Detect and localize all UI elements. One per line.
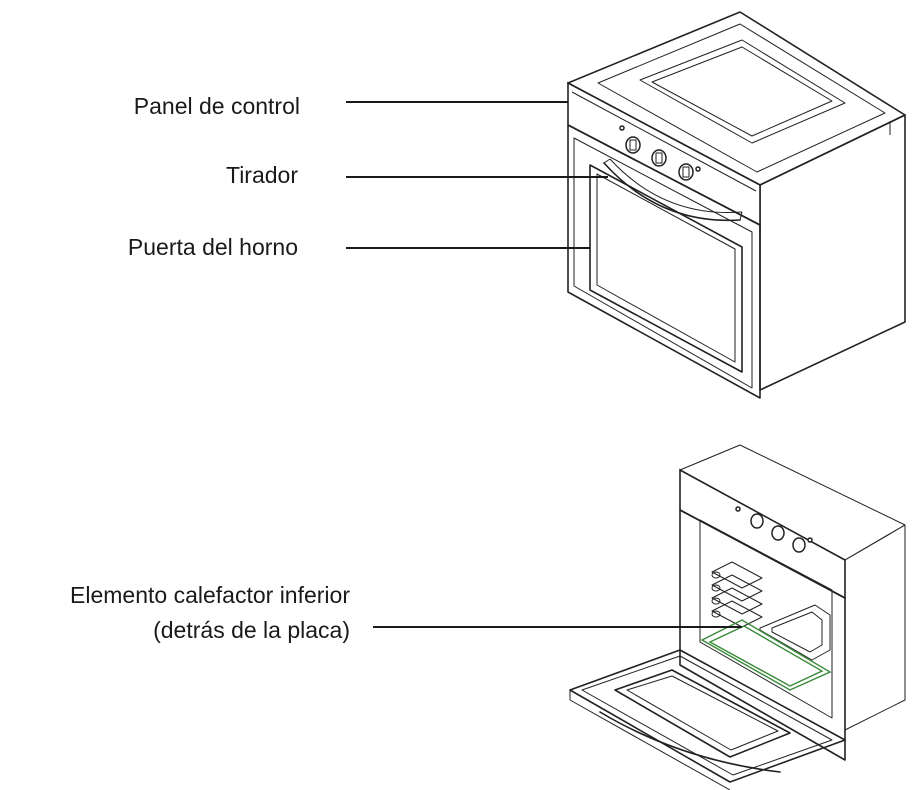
- knob-icon: [625, 136, 641, 154]
- oven-door: [567, 124, 761, 399]
- knob-icon: [792, 537, 806, 553]
- indicator-light-icon: [619, 125, 625, 131]
- oven-cavity-frame: [679, 509, 846, 761]
- open-door: [569, 649, 846, 783]
- knob-icon: [651, 149, 667, 167]
- label-handle: Tirador: [226, 162, 298, 188]
- open-door-handle: [599, 711, 781, 773]
- knob-icon: [750, 513, 764, 529]
- open-control-panel: [679, 468, 846, 600]
- door-handle: [603, 162, 741, 222]
- knob-icon: [678, 163, 694, 181]
- label-bottom-element-line2: (detrás de la placa): [153, 617, 350, 643]
- label-bottom-element-line1: Elemento calefactor inferior: [70, 582, 350, 608]
- label-oven-door: Puerta del horno: [128, 234, 298, 260]
- oven-open: [569, 444, 906, 790]
- indicator-light-icon: [695, 166, 701, 172]
- oven-right-side: [759, 114, 906, 391]
- shelf-rails: [711, 561, 763, 628]
- oven-top-surface: [567, 11, 906, 186]
- open-oven-right-side: [844, 524, 906, 731]
- callouts: Panel de control Tirador Puerta del horn…: [70, 93, 742, 643]
- knob-icon: [771, 525, 785, 541]
- open-door-window: [614, 669, 791, 758]
- oven-closed: [567, 11, 906, 399]
- oven-cavity: [699, 519, 833, 719]
- label-control-panel: Panel de control: [134, 93, 300, 119]
- control-knobs: [619, 125, 701, 181]
